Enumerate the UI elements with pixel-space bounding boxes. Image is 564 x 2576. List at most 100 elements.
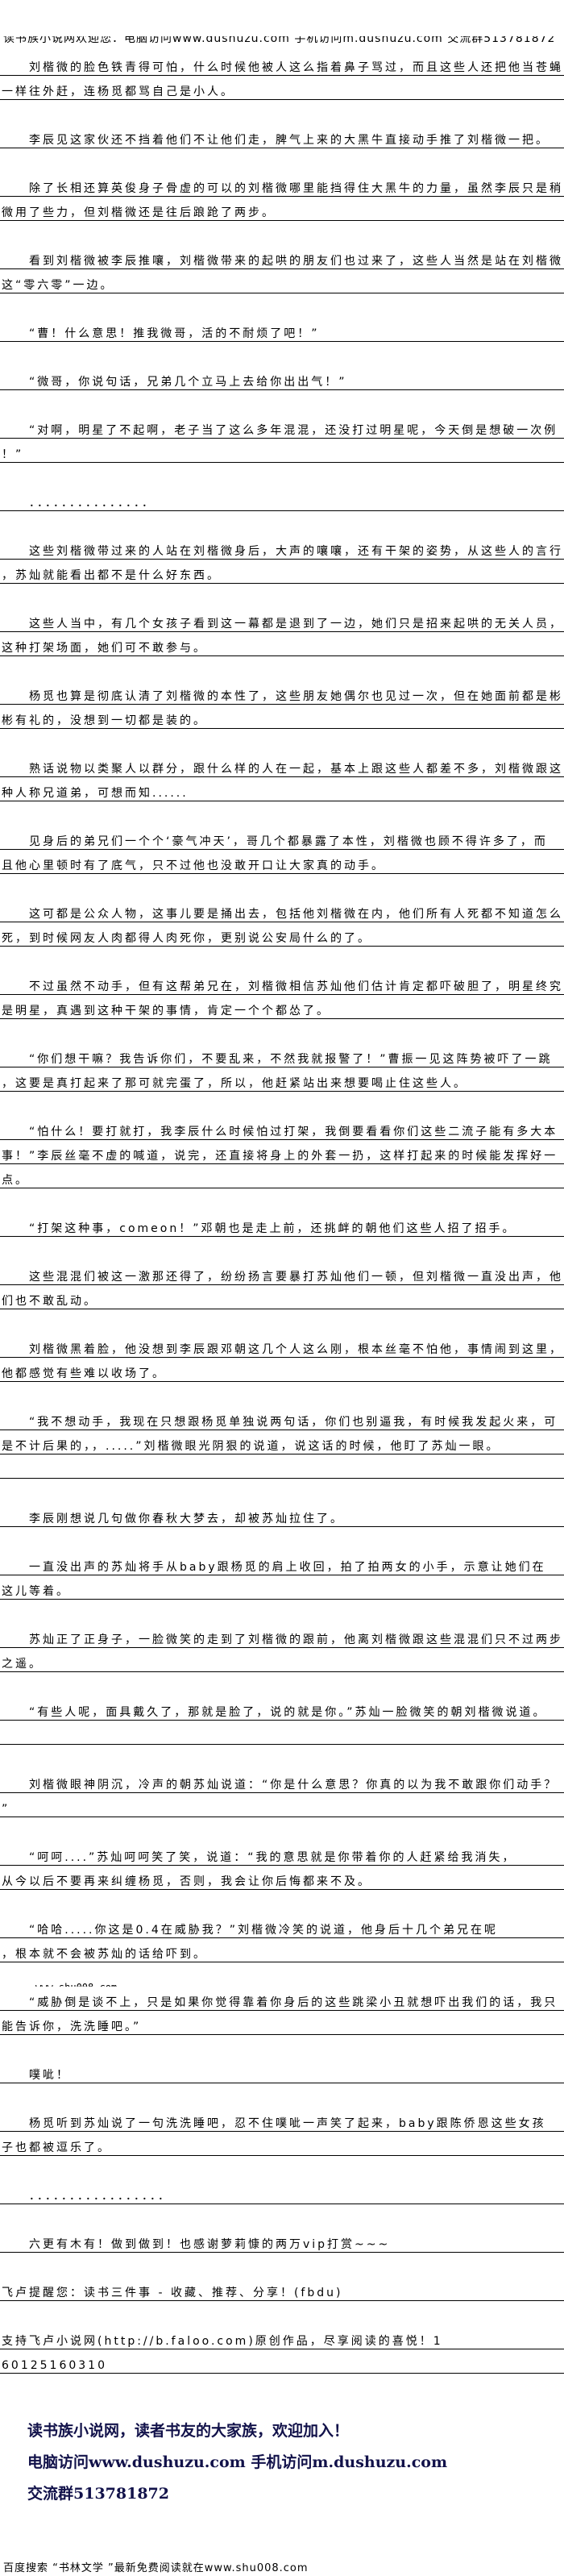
line-text: 这“零六零”一边。 <box>2 279 114 292</box>
line-text: “曹！什么意思！推我微哥，活的不耐烦了吧！” <box>2 327 320 340</box>
paragraph: “微哥，你说句话，兄弟几个立马上去给你出出气！” <box>0 366 564 390</box>
line-text: 飞卢提醒您：读书三件事 - 收藏、推荐、分享！(fbdu) <box>2 2287 343 2299</box>
line-text: 李辰见这家伙还不挡着他们不让他们走，脾气上来的大黑牛直接动手推了刘楷微一把。 <box>2 134 549 147</box>
text-line: 们也不敢乱动。 <box>0 1285 564 1309</box>
line-text: 是明星，真遇到这种干架的事情，肯定一个个都怂了。 <box>2 1005 330 1017</box>
line-text: 彬有礼的，没想到一切都是装的。 <box>2 714 207 727</box>
line-text: 刘楷微的脸色铁青得可怕，什么时候他被人这么指着鼻子骂过，而且这些人还把他当苍蝇 <box>2 61 563 74</box>
line-text: 不过虽然不动手，但有这帮弟兄在，刘楷微相信苏灿他们估计肯定都吓破胆了，明星终究 <box>2 980 563 993</box>
paragraph: 不过虽然不动手，但有这帮弟兄在，刘楷微相信苏灿他们估计肯定都吓破胆了，明星终究是… <box>0 971 564 1019</box>
text-line: 这些混混们被这一激那还得了，纷纷扬言要暴打苏灿他们一顿，但刘楷微一直没出声，他 <box>0 1261 564 1285</box>
line-text: “哈哈.....你这是0.4在威胁我？”刘楷微冷笑的说道，他身后十几个弟兄在呢 <box>2 1924 499 1937</box>
paragraph-gap <box>0 584 564 608</box>
line-text: 这些人当中，有几个女孩子看到这一幕都是退到了一边，她们只是招来起哄的无关人员， <box>2 618 563 630</box>
text-line: 彬有礼的，没想到一切都是装的。 <box>0 705 564 729</box>
footer-welcome: 读书族小说网，读者书友的大家族，欢迎加入！ <box>27 2422 350 2440</box>
paragraph-gap <box>0 1479 564 1503</box>
line-text: 且他心里顿时有了底气，只不过他也没敢开口让大家真的动手。 <box>2 859 385 872</box>
line-text: 之遥。 <box>2 1658 43 1671</box>
text-line: 且他心里顿时有了底气，只不过他也没敢开口让大家真的动手。 <box>0 850 564 874</box>
paragraph-gap <box>0 342 564 366</box>
line-text: 子也都被逗乐了。 <box>2 2141 111 2154</box>
text-line: “威胁倒是谈不上，只是如果你觉得靠着你身后的这些跳梁小丑就想吓出我们的话，我只 <box>0 1987 564 2011</box>
line-text: 微用了些力，但刘楷微还是往后踉跄了两步。 <box>2 206 276 219</box>
paragraph: 见身后的弟兄们一个个‘豪气冲天’，哥几个都暴露了本性，刘楷微也顾不得许多了，而且… <box>0 826 564 874</box>
line-text: “对啊，明星了不起啊，老子当了这么多年混混，还没打过明星呢，今天倒是想破一次例 <box>2 424 558 437</box>
text-line: 一样往外赶，连杨觅都骂自己是小人。 <box>0 76 564 100</box>
text-line: 死，到时候网友人肉都得人肉死你，更别说公安局什么的了。 <box>0 922 564 947</box>
text-line: 飞卢提醒您：读书三件事 - 收藏、推荐、分享！(fbdu) <box>0 2277 564 2301</box>
paragraph-gap <box>0 100 564 124</box>
paragraph: 飞卢提醒您：读书三件事 - 收藏、推荐、分享！(fbdu) <box>0 2277 564 2301</box>
text-line: 这些刘楷微带过来的人站在刘楷微身后，大声的嚷嚷，还有干架的姿势，从这些人的言行 <box>0 535 564 560</box>
text-line: 杨觅也算是彻底认清了刘楷微的本性了，这些朋友她偶尔也见过一次，但在她面前都是彬 <box>0 680 564 705</box>
line-text: 噗呲！ <box>2 2069 70 2082</box>
text-line: “有些人呢，面具戴久了，那就是脸了，说的就是你。”苏灿一脸微笑的朝刘楷微说道。 <box>0 1696 564 1721</box>
line-text: 们也不敢乱动。 <box>2 1295 97 1308</box>
text-line: ，这要是真打起来了那可就完蛋了，所以，他赶紧站出来想要喝止住这些人。 <box>0 1067 564 1092</box>
text-line: 刘楷微的脸色铁青得可怕，什么时候他被人这么指着鼻子骂过，而且这些人还把他当苍蝇 <box>0 52 564 76</box>
paragraph-gap <box>0 874 564 898</box>
text-line: 噗呲！ <box>0 2059 564 2083</box>
paragraph: 刘楷微眼神阴沉，冷声的朝苏灿说道：“你是什么意思？你真的以为我不敢跟你们动手？” <box>0 1769 564 1817</box>
paragraph-gap <box>0 729 564 753</box>
text-line: 这可都是公众人物，这事儿要是捅出去，包括他刘楷微在内，他们所有人死都不知道怎么 <box>0 898 564 922</box>
empty-ruled-line <box>0 1454 564 1479</box>
text-line: 能告诉你，洗洗睡吧。” <box>0 2011 564 2035</box>
text-line: 李辰见这家伙还不挡着他们不让他们走，脾气上来的大黑牛直接动手推了刘楷微一把。 <box>0 124 564 148</box>
text-line: 熟话说物以类聚人以群分，跟什么样的人在一起，基本上跟这些人都差不多，刘楷微跟这 <box>0 753 564 777</box>
paragraph-gap <box>0 1237 564 1261</box>
paragraph-gap <box>0 2253 564 2277</box>
text-line: ，苏灿就能看出都不是什么好东西。 <box>0 560 564 584</box>
line-text: “怕什么！要打就打，我李辰什么时候怕过打架，我倒要看看你们这些二流子能有多大本 <box>2 1126 558 1138</box>
line-text: 熟话说物以类聚人以群分，跟什么样的人在一起，基本上跟这些人都差不多，刘楷微跟这 <box>2 763 563 776</box>
text-line: 六更有木有！做到做到！也感谢萝莉慷的两万vip打赏~~~ <box>0 2229 564 2253</box>
text-line: ” <box>0 1793 564 1817</box>
paragraph: “威胁倒是谈不上，只是如果你觉得靠着你身后的这些跳梁小丑就想吓出我们的话，我只能… <box>0 1987 564 2035</box>
paragraph-gap <box>0 390 564 414</box>
watermark-url: www.shu008.com <box>35 1982 117 1987</box>
line-text: ．．．．．．．．．．．．．．．．． <box>2 2190 172 2203</box>
line-text: 除了长相还算英俊身子骨虚的可以的刘楷微哪里能挡得住大黑牛的力量，虽然李辰只是稍 <box>2 182 563 195</box>
paragraph-gap <box>0 947 564 971</box>
footer-group: 交流群513781872 <box>27 2485 169 2503</box>
line-text: ，这要是真打起来了那可就完蛋了，所以，他赶紧站出来想要喝止住这些人。 <box>2 1077 467 1090</box>
paragraph-gap <box>0 1817 564 1841</box>
line-text: 杨觅听到苏灿说了一句洗洗睡吧，忍不住噗呲一声笑了起来，baby跟陈侨恩这些女孩 <box>2 2117 546 2130</box>
paragraph-gap <box>0 1672 564 1696</box>
line-text: 60125160310 <box>2 2359 107 2372</box>
text-line: 见身后的弟兄们一个个‘豪气冲天’，哥几个都暴露了本性，刘楷微也顾不得许多了，而 <box>0 826 564 850</box>
paragraph-gap <box>0 2374 564 2398</box>
paragraph-gap <box>0 2083 564 2108</box>
paragraph: 六更有木有！做到做到！也感谢萝莉慷的两万vip打赏~~~ <box>0 2229 564 2253</box>
paragraph-gap <box>0 1890 564 1914</box>
line-text: ，苏灿就能看出都不是什么好东西。 <box>2 569 221 582</box>
baidu-search-note: 百度搜索 “书林文学 ”最新免费阅读就在www.shu008.com <box>3 2562 309 2574</box>
text-line: 子也都被逗乐了。 <box>0 2132 564 2156</box>
paragraph: 这可都是公众人物，这事儿要是捅出去，包括他刘楷微在内，他们所有人死都不知道怎么死… <box>0 898 564 947</box>
line-text: 苏灿正了正身子，一脸微笑的走到了刘楷微的跟前，他离刘楷微跟这些混混们只不过两步 <box>2 1633 563 1646</box>
paragraph: 这些混混们被这一激那还得了，纷纷扬言要暴打苏灿他们一顿，但刘楷微一直没出声，他们… <box>0 1261 564 1309</box>
site-footer-promo: 读书族小说网，读者书友的大家族，欢迎加入！ 电脑访问www.dushuzu.co… <box>27 2417 447 2511</box>
paragraph-gap <box>0 463 564 487</box>
line-text: “打架这种事，comeon！”邓朝也是走上前，还挑衅的朝他们这些人招了招手。 <box>2 1222 516 1235</box>
text-line: 是不计后果的，，.....”刘楷微眼光阴狠的说道，说这话的时候，他盯了苏灿一眼。 <box>0 1430 564 1454</box>
paragraph: 刘楷微黑着脸，他没想到李辰跟邓朝这几个人这么刚，根本丝毫不怕他，事情闹到这里，他… <box>0 1334 564 1382</box>
text-line: 这种打架场面，她们可不敢参与。 <box>0 632 564 656</box>
text-line: 微用了些力，但刘楷微还是往后踉跄了两步。 <box>0 197 564 221</box>
footer-urls: 电脑访问www.dushuzu.com 手机访问m.dushuzu.com <box>27 2453 448 2471</box>
paragraph: “有些人呢，面具戴久了，那就是脸了，说的就是你。”苏灿一脸微笑的朝刘楷微说道。 <box>0 1696 564 1721</box>
line-text: 一直没出声的苏灿将手从baby跟杨觅的肩上收回，拍了拍两女的小手，示意让她们在 <box>2 1561 546 1574</box>
chapter-text: 刘楷微的脸色铁青得可怕，什么时候他被人这么指着鼻子骂过，而且这些人还把他当苍蝇一… <box>0 52 564 2398</box>
text-line: 刘楷微眼神阴沉，冷声的朝苏灿说道：“你是什么意思？你真的以为我不敢跟你们动手？ <box>0 1769 564 1793</box>
paragraph: “我不想动手，我现在只想跟杨觅单独说两句话，你们也别逼我，有时候我发起火来，可是… <box>0 1406 564 1454</box>
text-line: 李辰刚想说几句做你春秋大梦去，却被苏灿拉住了。 <box>0 1503 564 1527</box>
line-text: 这儿等着。 <box>2 1585 70 1598</box>
paragraph-gap <box>0 1019 564 1043</box>
text-line: 支持飞卢小说网(http://b.faloo.com)原创作品，尽享阅读的喜悦！… <box>0 2325 564 2349</box>
paragraph-gap <box>0 2204 564 2229</box>
line-text: 支持飞卢小说网(http://b.faloo.com)原创作品，尽享阅读的喜悦！… <box>2 2335 443 2348</box>
line-text: 刘楷微眼神阴沉，冷声的朝苏灿说道：“你是什么意思？你真的以为我不敢跟你们动手？ <box>2 1779 558 1792</box>
text-line: ．．．．．．．．．．．．．．．．． <box>0 2180 564 2204</box>
paragraph: “呵呵....”苏灿呵呵笑了笑，说道：“我的意思就是你带着你的人赶紧给我消失，从… <box>0 1841 564 1890</box>
